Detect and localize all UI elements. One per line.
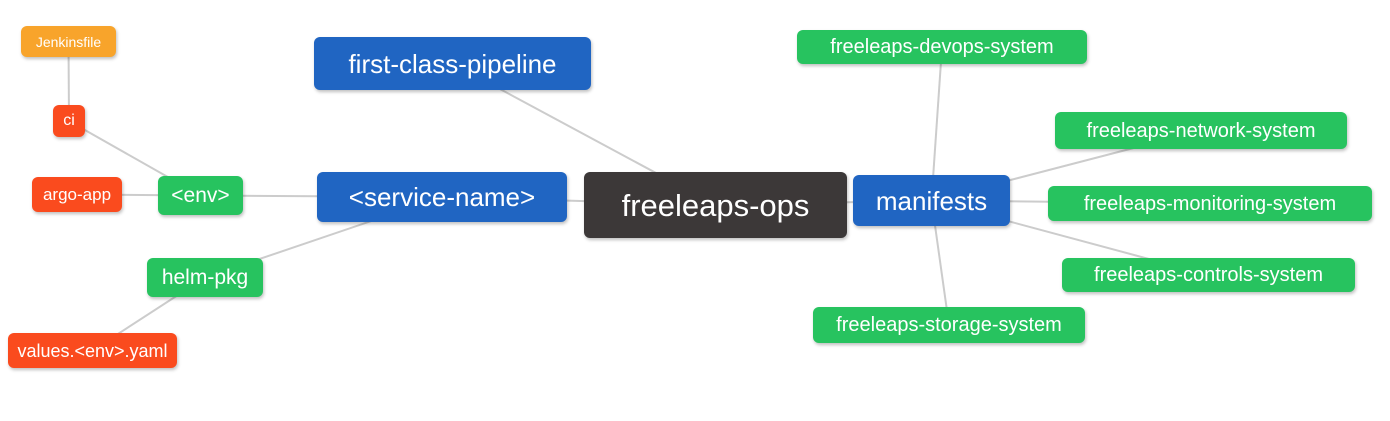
node-ci[interactable]: ci [53, 105, 85, 137]
node-freeleaps-network-system[interactable]: freeleaps-network-system [1055, 112, 1347, 149]
node-manifests[interactable]: manifests [853, 175, 1010, 226]
node-freeleaps-monitoring-system[interactable]: freeleaps-monitoring-system [1048, 186, 1372, 221]
node-label: helm-pkg [161, 266, 249, 289]
node-freeleaps-controls-system[interactable]: freeleaps-controls-system [1062, 258, 1355, 292]
node-argo-app[interactable]: argo-app [32, 177, 122, 212]
node-freeleaps-devops-system[interactable]: freeleaps-devops-system [797, 30, 1087, 64]
node-label: first-class-pipeline [348, 48, 557, 79]
node-service-name[interactable]: <service-name> [317, 172, 567, 222]
node-label: argo-app [42, 185, 112, 204]
node-label: ci [63, 112, 75, 129]
node-freeleaps-ops[interactable]: freeleaps-ops [584, 172, 847, 238]
node-env[interactable]: <env> [158, 176, 243, 215]
node-label: <env> [171, 184, 230, 207]
node-label: freeleaps-storage-system [836, 314, 1062, 336]
node-label: Jenkinsfile [35, 33, 102, 50]
node-label: freeleaps-devops-system [830, 36, 1054, 58]
edge-manifests--freeleaps-devops-system [930, 46, 943, 201]
node-label: freeleaps-ops [621, 187, 810, 223]
node-freeleaps-storage-system[interactable]: freeleaps-storage-system [813, 307, 1085, 343]
node-jenkinsfile[interactable]: Jenkinsfile [21, 26, 116, 57]
node-values-env-yaml[interactable]: values.<env>.yaml [8, 333, 177, 368]
node-label: freeleaps-monitoring-system [1083, 192, 1337, 215]
node-label: values.<env>.yaml [17, 340, 168, 361]
node-label: manifests [875, 185, 988, 216]
node-first-class-pipeline[interactable]: first-class-pipeline [314, 37, 591, 90]
node-label: <service-name> [348, 182, 536, 212]
node-label: freeleaps-network-system [1086, 119, 1316, 142]
node-label: freeleaps-controls-system [1094, 264, 1323, 286]
node-helm-pkg[interactable]: helm-pkg [147, 258, 263, 297]
